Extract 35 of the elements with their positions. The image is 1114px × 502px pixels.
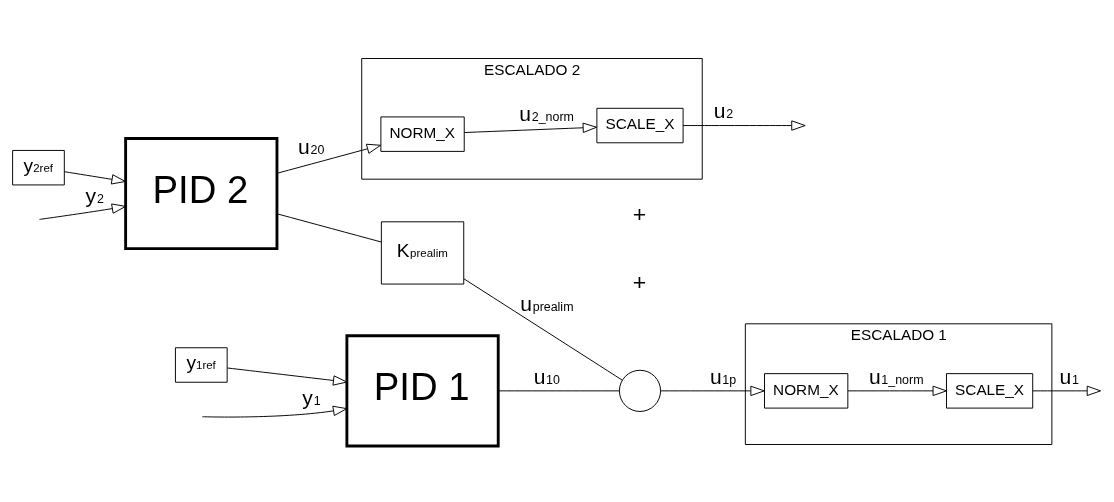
connector <box>276 212 382 242</box>
arrow <box>201 405 348 418</box>
edge-label: u20 <box>298 134 325 158</box>
node-circle <box>618 369 662 412</box>
arrow <box>847 385 947 396</box>
node-box: PID 1 <box>345 333 500 447</box>
node-box: y1ref <box>174 346 228 383</box>
connector <box>463 277 623 381</box>
node-box: y2ref <box>12 149 65 185</box>
arrow <box>463 122 598 133</box>
node-box: PID 2 <box>124 136 279 250</box>
edge-label: uprealim <box>520 291 574 315</box>
node-box: SCALE_X <box>946 372 1034 409</box>
arrow <box>226 367 348 386</box>
arrow <box>64 170 126 184</box>
arrow <box>682 119 806 131</box>
edge-label: y1 <box>302 385 321 409</box>
connector <box>497 389 620 391</box>
edge-label: u1p <box>709 364 737 388</box>
node-box: SCALE_X <box>596 107 684 143</box>
edge-label: y2 <box>85 183 104 207</box>
edge-label: u1_norm <box>868 364 924 388</box>
label: + <box>632 200 647 227</box>
arrow <box>276 143 382 174</box>
edge-label: u2_norm <box>519 101 574 125</box>
label: + <box>632 268 647 295</box>
arrow <box>660 385 765 396</box>
node-box: NORM_X <box>380 115 465 152</box>
arrow <box>1032 385 1102 396</box>
edge-label: u1 <box>1059 364 1079 388</box>
node-box: Kprealim <box>380 220 465 285</box>
arrow <box>39 202 127 220</box>
edge-label: u10 <box>533 364 560 388</box>
edge-label: u2 <box>713 98 734 122</box>
node-box: NORM_X <box>764 372 849 409</box>
